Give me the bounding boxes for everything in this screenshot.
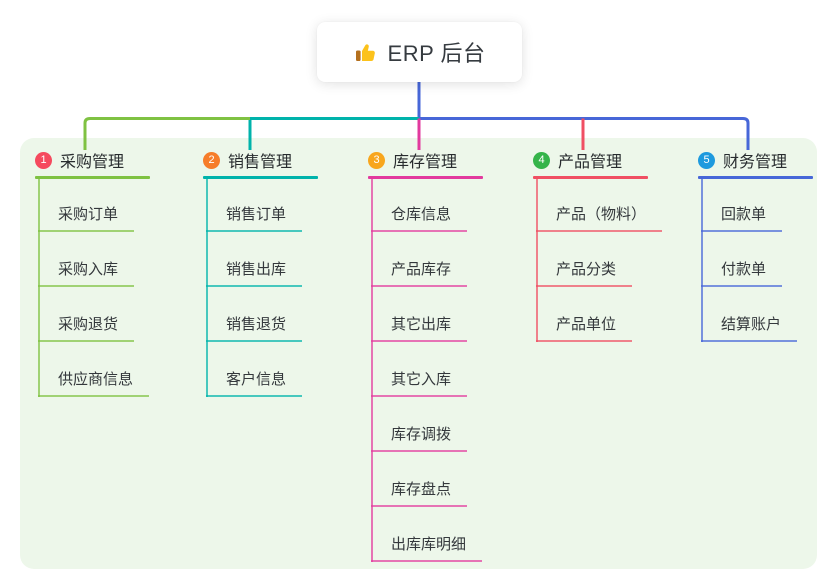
child-node-3-1[interactable]: 仓库信息 <box>371 204 468 232</box>
branch-number-badge-4: 4 <box>533 151 550 169</box>
branch-underline-2 <box>203 176 318 179</box>
branch-number-badge-3: 3 <box>368 151 385 169</box>
child-node-2-3[interactable]: 销售退货 <box>206 314 303 342</box>
branch-children-line-2 <box>206 179 208 397</box>
child-node-1-2[interactable]: 采购入库 <box>38 259 135 287</box>
child-node-3-7[interactable]: 出库库明细 <box>371 534 483 562</box>
branch-underline-1 <box>35 176 150 179</box>
child-node-5-3[interactable]: 结算账户 <box>701 314 798 342</box>
child-node-4-3[interactable]: 产品单位 <box>536 314 633 342</box>
branch-underline-4 <box>533 176 648 179</box>
child-node-2-1[interactable]: 销售订单 <box>206 204 303 232</box>
child-node-1-3[interactable]: 采购退货 <box>38 314 135 342</box>
branch-title-5: 财务管理 <box>723 154 788 171</box>
child-node-2-4[interactable]: 客户信息 <box>206 369 303 397</box>
child-node-4-1[interactable]: 产品（物料） <box>536 204 663 232</box>
branch-title-1: 采购管理 <box>60 154 125 171</box>
branch-children-line-1 <box>38 179 40 397</box>
branch-header-4[interactable]: 4 产品管理 <box>533 146 622 174</box>
branch-number-badge-2: 2 <box>203 151 220 169</box>
branch-title-4: 产品管理 <box>558 154 623 171</box>
child-node-3-6[interactable]: 库存盘点 <box>371 479 468 507</box>
branch-children-line-4 <box>536 179 538 342</box>
branch-underline-5 <box>698 176 813 179</box>
root-node[interactable]: ERP 后台 <box>317 22 522 82</box>
child-node-5-1[interactable]: 回款单 <box>701 204 783 232</box>
child-node-3-5[interactable]: 库存调拨 <box>371 424 468 452</box>
root-label: ERP 后台 <box>387 41 486 66</box>
child-node-3-2[interactable]: 产品库存 <box>371 259 468 287</box>
child-node-1-4[interactable]: 供应商信息 <box>38 369 150 397</box>
branch-children-line-5 <box>701 179 703 342</box>
thumbs-up-icon <box>354 40 378 64</box>
branch-header-3[interactable]: 3 库存管理 <box>368 146 457 174</box>
branch-children-line-3 <box>371 179 373 562</box>
branch-number-badge-5: 5 <box>698 151 715 169</box>
child-node-2-2[interactable]: 销售出库 <box>206 259 303 287</box>
branch-title-3: 库存管理 <box>393 154 458 171</box>
branch-number-badge-1: 1 <box>35 151 52 169</box>
branch-header-1[interactable]: 1 采购管理 <box>35 146 124 174</box>
child-node-5-2[interactable]: 付款单 <box>701 259 783 287</box>
child-node-3-4[interactable]: 其它入库 <box>371 369 468 397</box>
child-node-1-1[interactable]: 采购订单 <box>38 204 135 232</box>
branch-title-2: 销售管理 <box>228 154 293 171</box>
child-node-3-3[interactable]: 其它出库 <box>371 314 468 342</box>
child-node-4-2[interactable]: 产品分类 <box>536 259 633 287</box>
mindmap-panel <box>20 138 817 569</box>
branch-header-5[interactable]: 5 财务管理 <box>698 146 787 174</box>
branch-header-2[interactable]: 2 销售管理 <box>203 146 292 174</box>
branch-underline-3 <box>368 176 483 179</box>
